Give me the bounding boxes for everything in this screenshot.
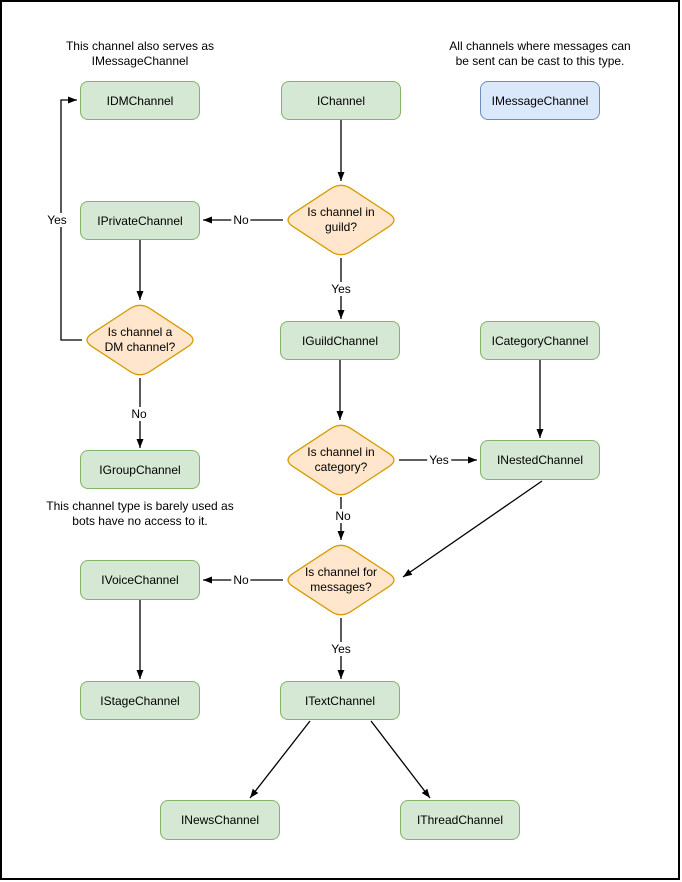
edge-label-q-dm-yes-to-idm: Yes: [45, 213, 69, 227]
node-shape-q-guild: [287, 184, 395, 256]
edge-label-q-messages-yes-to-itext: Yes: [329, 642, 353, 656]
node-icategorychannel: ICategoryChannel: [480, 321, 600, 360]
node-inewschannel: INewsChannel: [160, 800, 280, 840]
node-shape-q-dm: [86, 304, 194, 376]
edge-label-q-category-no-to-q-messages: No: [333, 509, 353, 523]
annotation-message-cast-note: All channels where messages can be sent …: [449, 39, 631, 68]
node-q-messages: Is channel for messages?: [304, 565, 378, 594]
edge-inested-to-q-messages: [402, 480, 543, 578]
node-ichannel: IChannel: [281, 81, 401, 120]
node-shape-q-messages: [287, 544, 395, 616]
node-shape-q-category: [287, 424, 395, 496]
node-inestedchannel: INestedChannel: [480, 440, 600, 480]
annotation-group-barely-used-note: This channel type is barely used as bots…: [46, 499, 234, 528]
node-igroupchannel: IGroupChannel: [80, 450, 200, 489]
edge-label-q-category-yes-to-inested: Yes: [427, 453, 451, 467]
node-iprivatechannel: IPrivateChannel: [80, 201, 200, 240]
edge-itext-to-ithread: [370, 720, 431, 799]
edge-label-q-guild-yes-to-iguild: Yes: [329, 282, 353, 296]
node-ithreadchannel: IThreadChannel: [400, 800, 520, 840]
edge-label-q-guild-no-to-iprivate: No: [231, 213, 251, 227]
node-q-category: Is channel in category?: [307, 445, 375, 474]
node-imessagechannel: IMessageChannel: [480, 81, 600, 120]
node-iguildchannel: IGuildChannel: [280, 321, 400, 360]
node-q-guild: Is channel in guild?: [307, 205, 375, 234]
edge-itext-to-inews: [249, 720, 311, 799]
annotation-dm-serves-note: This channel also serves as IMessageChan…: [65, 39, 215, 68]
node-itextchannel: ITextChannel: [280, 681, 400, 720]
node-q-dm: Is channel a DM channel?: [104, 325, 176, 354]
node-istagechannel: IStageChannel: [80, 681, 200, 720]
node-idmchannel: IDMChannel: [80, 81, 200, 120]
edge-label-q-dm-no-to-igroup: No: [129, 407, 149, 421]
edge-label-q-messages-no-to-ivoice: No: [231, 573, 251, 587]
node-ivoicechannel: IVoiceChannel: [80, 560, 200, 600]
